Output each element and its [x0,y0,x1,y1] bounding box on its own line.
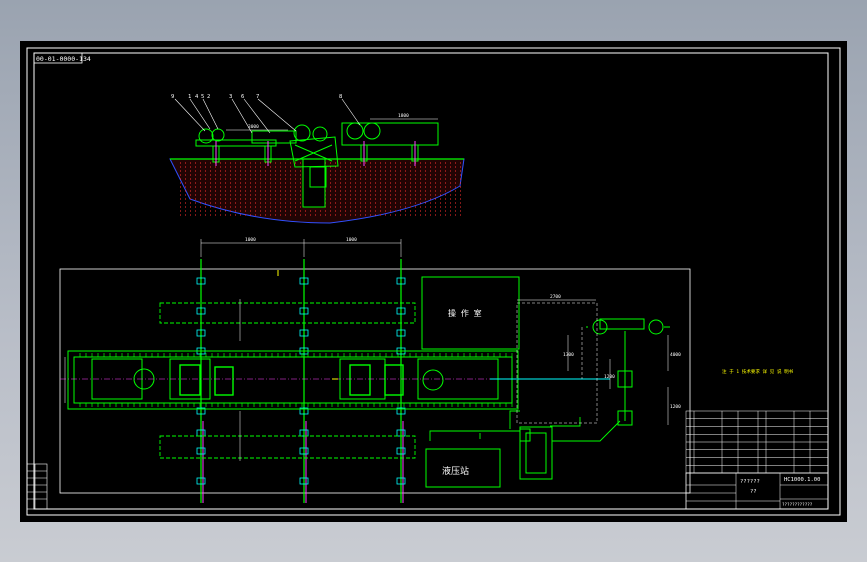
section-label-9: 9 [171,94,174,100]
top-dim-b: 1800 [398,113,409,119]
side-dim-e: 1200 [670,404,681,410]
section-label-6: 6 [241,94,244,100]
title-company: ???????????? [782,502,813,507]
section-label-1: 1 [188,94,191,100]
side-dim-d: 4000 [670,352,681,358]
plan-view-frame [59,268,691,494]
side-dim-c: 1200 [604,374,615,380]
section-label-3: 3 [229,94,232,100]
section-label-7: 7 [256,94,259,100]
left-revision-table [26,463,48,510]
section-label-5: 5 [201,94,204,100]
title-drawing-no: HC1000.1.00 [784,477,820,483]
title-block: HC1000.1.00 ?????? ?? ???????????? [685,410,829,510]
drawing-code-box [33,52,83,64]
inner-frame [33,52,829,510]
outer-frame [26,47,841,516]
section-label-4: 4 [195,94,199,100]
plan-view: 1000 1000 [59,237,691,503]
section-label-8: 8 [339,94,342,100]
drawing-code: 00-01-0000-134 [36,55,91,63]
operator-room-label: 操 作 室 [448,308,482,318]
transfer-rails [196,259,406,503]
hydraulic-station [425,448,501,488]
top-dim-a: 3000 [248,124,259,130]
section-label-2: 2 [207,94,210,100]
operator-room [421,276,520,350]
top-elevation-view: 9 1 4 5 2 3 6 7 8 3000 1800 [169,94,465,224]
side-dim-a: 2700 [550,294,561,300]
title-sub: ?? [750,489,757,495]
title-main: ?????? [740,479,760,485]
tech-note: 注 于 1 技术要求 详 见 说 明书 [722,368,794,375]
cad-drawing[interactable]: 00-01-0000-134 [20,41,847,522]
hydraulic-station-label: 液压站 [442,465,469,477]
side-dim-b: 1300 [563,352,574,358]
cad-viewport[interactable]: 00-01-0000-134 [20,41,847,522]
rail-dim-a: 1000 [245,237,256,243]
rail-dim-b: 1000 [346,237,357,243]
